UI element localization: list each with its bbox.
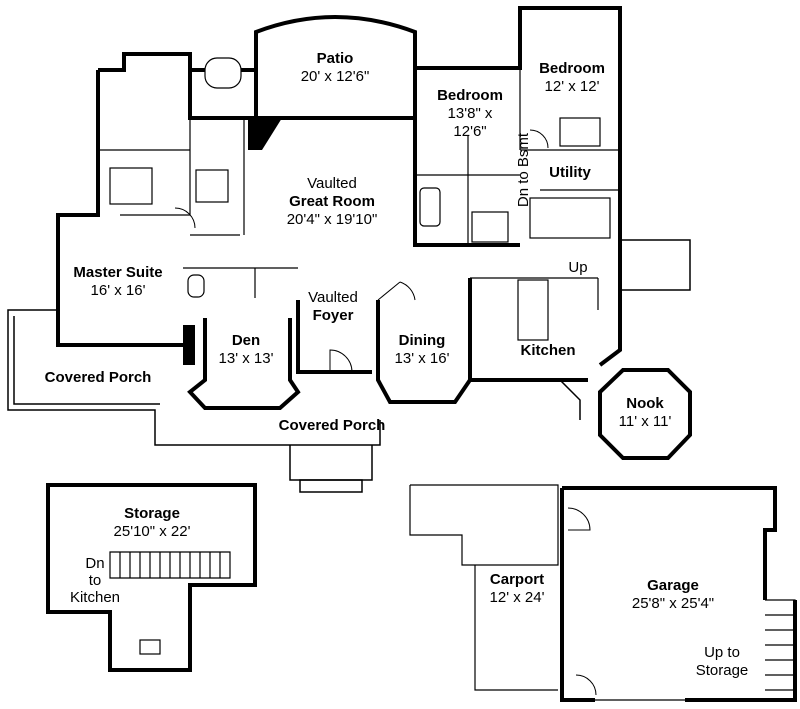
label-dining-size: 13' x 16' bbox=[395, 350, 450, 367]
label-dn-to-bsmt: Dn to Bsmt bbox=[515, 132, 532, 207]
label-carport: Carport bbox=[490, 571, 544, 588]
label-kitchen: Kitchen bbox=[520, 342, 575, 359]
label-den-size: 13' x 13' bbox=[219, 350, 274, 367]
porch-outlines bbox=[7, 239, 691, 493]
label-storage-size: 25'10" x 22' bbox=[114, 523, 191, 540]
label-dining: Dining bbox=[399, 332, 446, 349]
fixtures bbox=[109, 57, 796, 691]
label-bedroom-1: Bedroom bbox=[539, 60, 605, 77]
label-storage-kitchen: Kitchen bbox=[70, 589, 120, 606]
label-bedroom-1-size: 12' x 12' bbox=[545, 78, 600, 95]
label-master-suite-size: 16' x 16' bbox=[91, 282, 146, 299]
label-carport-size: 12' x 24' bbox=[490, 589, 545, 606]
label-garage-storage: Storage bbox=[696, 662, 749, 679]
outbuilding-walls bbox=[46, 483, 797, 702]
room-labels: Patio 20' x 12'6" Bedroom 12' x 12' Bedr… bbox=[45, 50, 749, 679]
house-walls bbox=[56, 6, 622, 410]
label-bedroom-2-size-a: 13'8" x bbox=[448, 105, 493, 122]
label-nook-size: 11' x 11' bbox=[619, 413, 672, 430]
label-storage: Storage bbox=[124, 505, 180, 522]
door-swings bbox=[174, 129, 597, 696]
label-bedroom-2: Bedroom bbox=[437, 87, 503, 104]
label-utility: Utility bbox=[549, 164, 591, 181]
label-patio: Patio bbox=[317, 50, 354, 67]
label-storage-to: to bbox=[89, 572, 102, 589]
label-garage-up-to: Up to bbox=[704, 644, 740, 661]
label-foyer: Foyer bbox=[313, 307, 354, 324]
label-garage: Garage bbox=[647, 577, 699, 594]
label-foyer-vaulted: Vaulted bbox=[308, 289, 358, 306]
label-storage-dn: Dn bbox=[85, 555, 104, 572]
nook-walls bbox=[598, 368, 692, 460]
label-master-suite: Master Suite bbox=[73, 264, 162, 281]
label-garage-size: 25'8" x 25'4" bbox=[632, 595, 714, 612]
label-great-room-size: 20'4" x 19'10" bbox=[287, 211, 378, 228]
label-bedroom-2-size-b: 12'6" bbox=[453, 123, 486, 140]
label-covered-porch-front: Covered Porch bbox=[279, 417, 386, 434]
label-great-room-vaulted: Vaulted bbox=[307, 175, 357, 192]
label-den: Den bbox=[232, 332, 260, 349]
label-covered-porch-left: Covered Porch bbox=[45, 369, 152, 386]
label-great-room: Great Room bbox=[289, 193, 375, 210]
label-patio-size: 20' x 12'6" bbox=[301, 68, 370, 85]
label-up: Up bbox=[568, 259, 587, 276]
label-nook: Nook bbox=[626, 395, 664, 412]
